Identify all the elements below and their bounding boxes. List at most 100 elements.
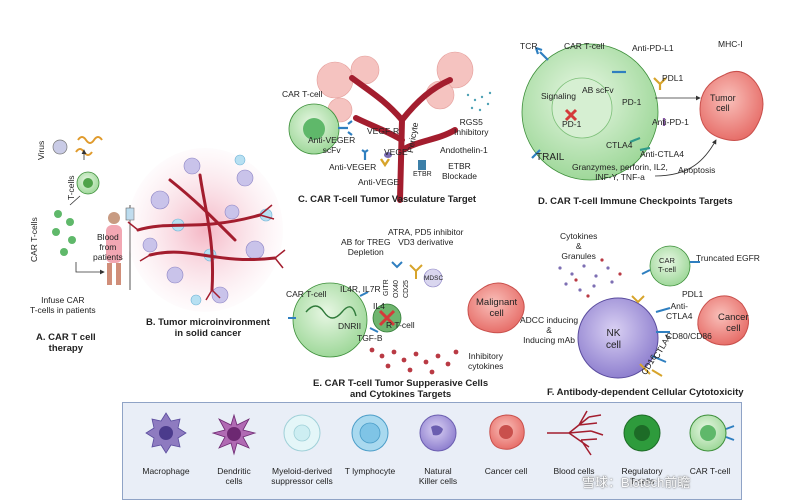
anti-vege-label: Anti-VEGE [358, 177, 400, 187]
car-t-cell-label-c: CAR T-cell [282, 89, 323, 99]
anti-ctla4-label: Anti-CTLA4 [640, 149, 684, 159]
panel-e-illustration [288, 261, 525, 375]
etbr-receptor-label: ETBR [413, 171, 432, 178]
regulatory-t-cell-icon [623, 414, 661, 452]
cytokines-label: Cytokines & Granules [560, 231, 598, 261]
car-t-cell-label-e: CAR T-cell [286, 289, 327, 299]
car-t-cell-label-d: CAR T-cell [564, 41, 605, 51]
il4r-label: IL4R, IL7R [340, 284, 381, 294]
pd-1-label-inner: PD-1 [562, 119, 582, 129]
rgs5-label: RGS5 Inhibitory [454, 117, 489, 137]
legend-label: Cancer cell [484, 466, 528, 476]
t-lymphocyte-icon [351, 414, 389, 452]
anti-pd-l1-label: Anti-PD-L1 [632, 43, 674, 53]
granzymes-label: Granzymes, perforin, IL2, INF-Y, TNF-a [572, 162, 668, 182]
anti-pd-1-label: Anti-PD-1 [652, 117, 689, 127]
virus-label: Virus [36, 140, 46, 160]
mdsc-label: MDSC [424, 275, 444, 282]
blood-label: Blood from patients [93, 232, 123, 262]
panel-d-illustration [521, 43, 764, 181]
tcr-label: TCR [520, 41, 538, 51]
vege-label: VEGE [384, 147, 408, 157]
malignant-label: Malignant cell [476, 297, 518, 319]
tumor-cell-icon [699, 70, 764, 141]
cancer-cell-label: Cancer cell [718, 312, 749, 334]
atra-label: ATRA, PD5 inhibitor VD3 derivative [388, 227, 464, 247]
dnrii-label: DNRII [338, 321, 362, 331]
legend-label: Myeloid-derived suppressor cells [271, 466, 333, 486]
panel-c-illustration [288, 51, 492, 203]
anti-vege-icon [380, 158, 390, 168]
legend-label: Regulatory T-cells [621, 466, 663, 486]
panel-f-illustration [558, 245, 749, 379]
vegf-r-label: VEGF-R [367, 126, 400, 136]
dendritic-cell-icon [211, 413, 257, 456]
truncated-egfr-label: Truncated EGFR [696, 253, 760, 263]
legend-item-dendritic: Dendritic cells [199, 403, 269, 499]
apoptosis-label: Apoptosis [678, 165, 716, 175]
car-t-cell-icon [689, 414, 735, 452]
nk-cell-label: NK cell [606, 328, 622, 351]
pd-1-label: PD-1 [622, 97, 642, 107]
tcr-icon [534, 46, 549, 61]
panel-e-title: E. CAR T-cell Tumor Supperasive Cells an… [313, 378, 489, 401]
legend-item-cancer: Cancer cell [471, 403, 541, 499]
legend-label: Dendritic cells [217, 466, 251, 486]
legend-label: Blood cells [553, 466, 595, 476]
legend-label: Macrophage [142, 466, 190, 476]
cancer-cell-icon [697, 295, 749, 346]
car-t-cell-label-f: CAR T-cell [658, 256, 676, 274]
cd80-label: CD80/CD86 [666, 331, 712, 341]
anti-veger-scfv-label: Anti-VEGER scFv [308, 135, 356, 155]
anti-ctla4-label-f: Anti- CTLA4 [666, 301, 693, 321]
ox40-label: OX40 [393, 280, 400, 298]
car-t-cell-icon [649, 245, 691, 287]
malignant-cell-icon [467, 282, 525, 334]
tumor-cell-label: Tumor cell [710, 93, 736, 114]
nk-cell-icon [419, 414, 457, 452]
legend-label: Natural Killer cells [418, 466, 458, 486]
panel-b-title: B. Tumor microinvironment in solid cance… [146, 317, 270, 340]
panel-d-title: D. CAR T-cell Immune Checkpoints Targets [538, 196, 733, 207]
cancer-cell-icon [489, 414, 525, 450]
legend-item-t-lymphocyte: T lymphocyte [335, 403, 405, 499]
macrophage-icon [145, 412, 187, 454]
t-cells-label: T-cells [66, 175, 76, 200]
panel-a-illustration [52, 136, 135, 290]
vege-icon [384, 152, 392, 158]
tgf-b-label: TGF-B [357, 333, 383, 343]
mdsc-icon [283, 414, 321, 452]
adcc-label: ADCC inducing & Inducing mAb [520, 315, 579, 345]
legend-item-blood: Blood cells [539, 403, 609, 499]
anti-veger-label: Anti-VEGER [329, 162, 377, 172]
panel-b-illustration [127, 148, 286, 312]
legend-item-regulatory: Regulatory T-cells [607, 403, 677, 499]
legend-label: T lymphocyte [344, 466, 396, 476]
ctla4-label: CTLA4 [606, 140, 633, 150]
legend-item-car-t: CAR T-cell [675, 403, 745, 499]
ab-scfv-label: AB scFv [582, 85, 614, 95]
legend-item-mdsc: Myeloid-derived suppressor cells [267, 403, 337, 499]
etbr-receptor-icon [418, 160, 426, 170]
gitr-label: GITR [383, 279, 390, 296]
panel-f-title: F. Antibody-dependent Cellular Cytotoxic… [547, 387, 744, 398]
car-t-cluster-icon [52, 210, 76, 256]
il4-label: IL4 [373, 301, 385, 311]
panel-c-title: C. CAR T-cell Tumor Vasculature Target [298, 194, 477, 205]
trail-label: TRAIL [536, 152, 565, 163]
legend: Macrophage Dendritic cells Myeloid-deriv… [122, 402, 742, 500]
car-t-cells-label: CAR T-cells [29, 217, 39, 262]
cd25-label: CD25 [403, 280, 410, 298]
mdsc-icon [423, 268, 443, 288]
infuse-label: Infuse CAR T-cells in patients [30, 295, 96, 315]
watermark: 雪球：Biotech前瞻 [582, 475, 691, 490]
nk-cell-icon [577, 297, 659, 379]
inhibitory-label: Inhibitory cytokines [468, 351, 504, 371]
dna-icon [77, 136, 103, 144]
etbr-label: ETBR Blockade [442, 161, 477, 181]
legend-item-macrophage: Macrophage [131, 403, 201, 499]
ab-treg-label: AB for TREG Depletion [341, 237, 391, 257]
legend-label: CAR T-cell [689, 466, 731, 476]
